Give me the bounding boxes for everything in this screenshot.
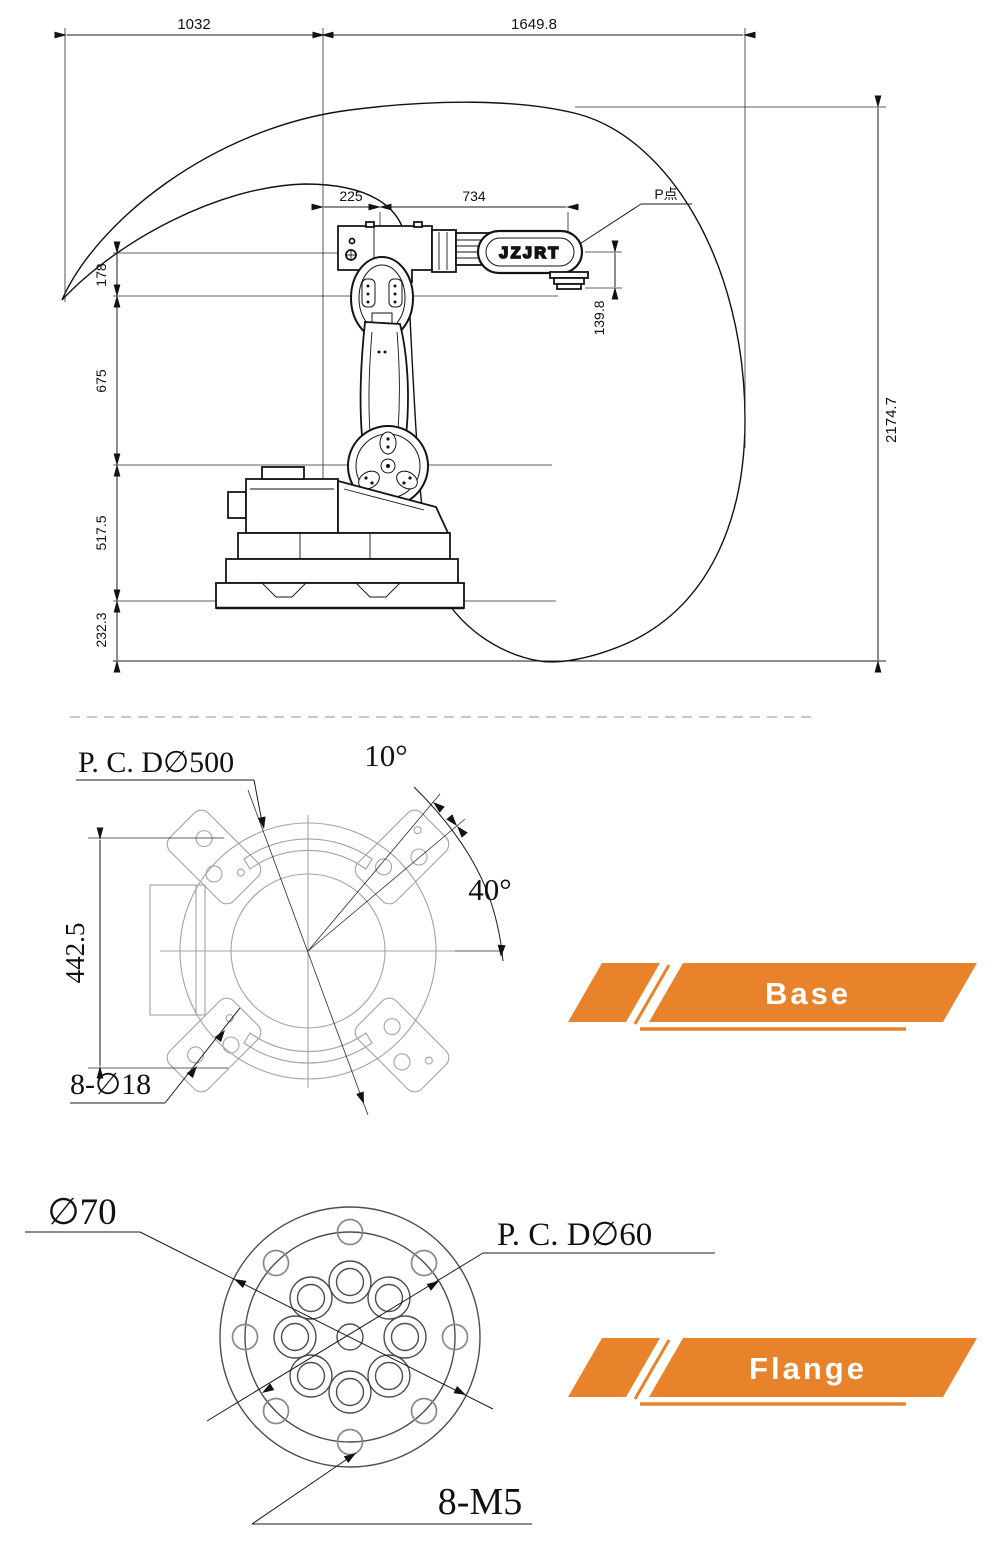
flange-banner-accent	[568, 1338, 660, 1397]
dimension-labels: 1032 1649.8 225 734 P点 139.8 178 675 517…	[93, 16, 900, 648]
base-view-diagram: P. C. D∅500 10° 40° 442.5 8-∅18 Base	[60, 716, 977, 1116]
dimension-lines	[54, 31, 882, 673]
base-banner-label: Base	[765, 976, 851, 1011]
dim-upper-arm: 675	[93, 369, 109, 393]
dim-total-height: 2174.7	[883, 397, 900, 443]
side-view-diagram: JZJRT	[54, 16, 900, 673]
base-banner: Base	[568, 963, 977, 1031]
base-banner-accent	[568, 963, 660, 1022]
label-flange-outer-dia: ∅70	[47, 1192, 116, 1233]
flange-view-diagram: ∅70 P. C. D∅60 8-M5 Flange	[25, 1192, 977, 1525]
label-p-point: P点	[654, 186, 677, 202]
flange-dimension-labels: ∅70 P. C. D∅60 8-M5	[47, 1192, 652, 1523]
flange-banner-shape	[649, 1338, 977, 1397]
dim-below-base: 232.3	[93, 612, 109, 647]
robot-arm-side-view: JZJRT	[215, 221, 589, 610]
dim-j2-height: 517.5	[93, 515, 109, 550]
flange-banner: Flange	[568, 1338, 977, 1406]
label-base-height: 442.5	[60, 923, 90, 984]
base-top-view-body	[149, 809, 455, 1093]
flange-dimension-lines	[25, 1231, 715, 1525]
label-angle-40: 40°	[468, 872, 511, 907]
base-banner-shape	[649, 963, 977, 1022]
label-base-holes: 8-∅18	[70, 1068, 151, 1101]
label-flange-pcd: P. C. D∅60	[497, 1217, 652, 1253]
flange-center-bores	[273, 1260, 427, 1414]
label-flange-holes: 8-M5	[438, 1481, 522, 1523]
brand-logo: JZJRT	[499, 245, 560, 262]
label-angle-10: 10°	[364, 738, 407, 773]
flange-face-view	[219, 1206, 481, 1468]
base-dimension-lines	[70, 779, 506, 1116]
dim-elbow-to-wrist: 734	[462, 188, 486, 204]
flange-bolt-holes	[231, 1218, 469, 1456]
extension-lines	[64, 28, 886, 662]
dim-wrist-rise: 178	[93, 263, 109, 287]
flange-banner-label: Flange	[749, 1351, 867, 1386]
base-dimension-labels: P. C. D∅500 10° 40° 442.5 8-∅18	[60, 738, 512, 1101]
dim-right-reach: 1649.8	[511, 16, 557, 33]
label-base-pcd: P. C. D∅500	[78, 746, 234, 779]
dim-j1-to-j2: 225	[339, 188, 363, 204]
dim-left-reach: 1032	[177, 16, 210, 33]
dim-wrist-offset: 139.8	[591, 300, 607, 335]
